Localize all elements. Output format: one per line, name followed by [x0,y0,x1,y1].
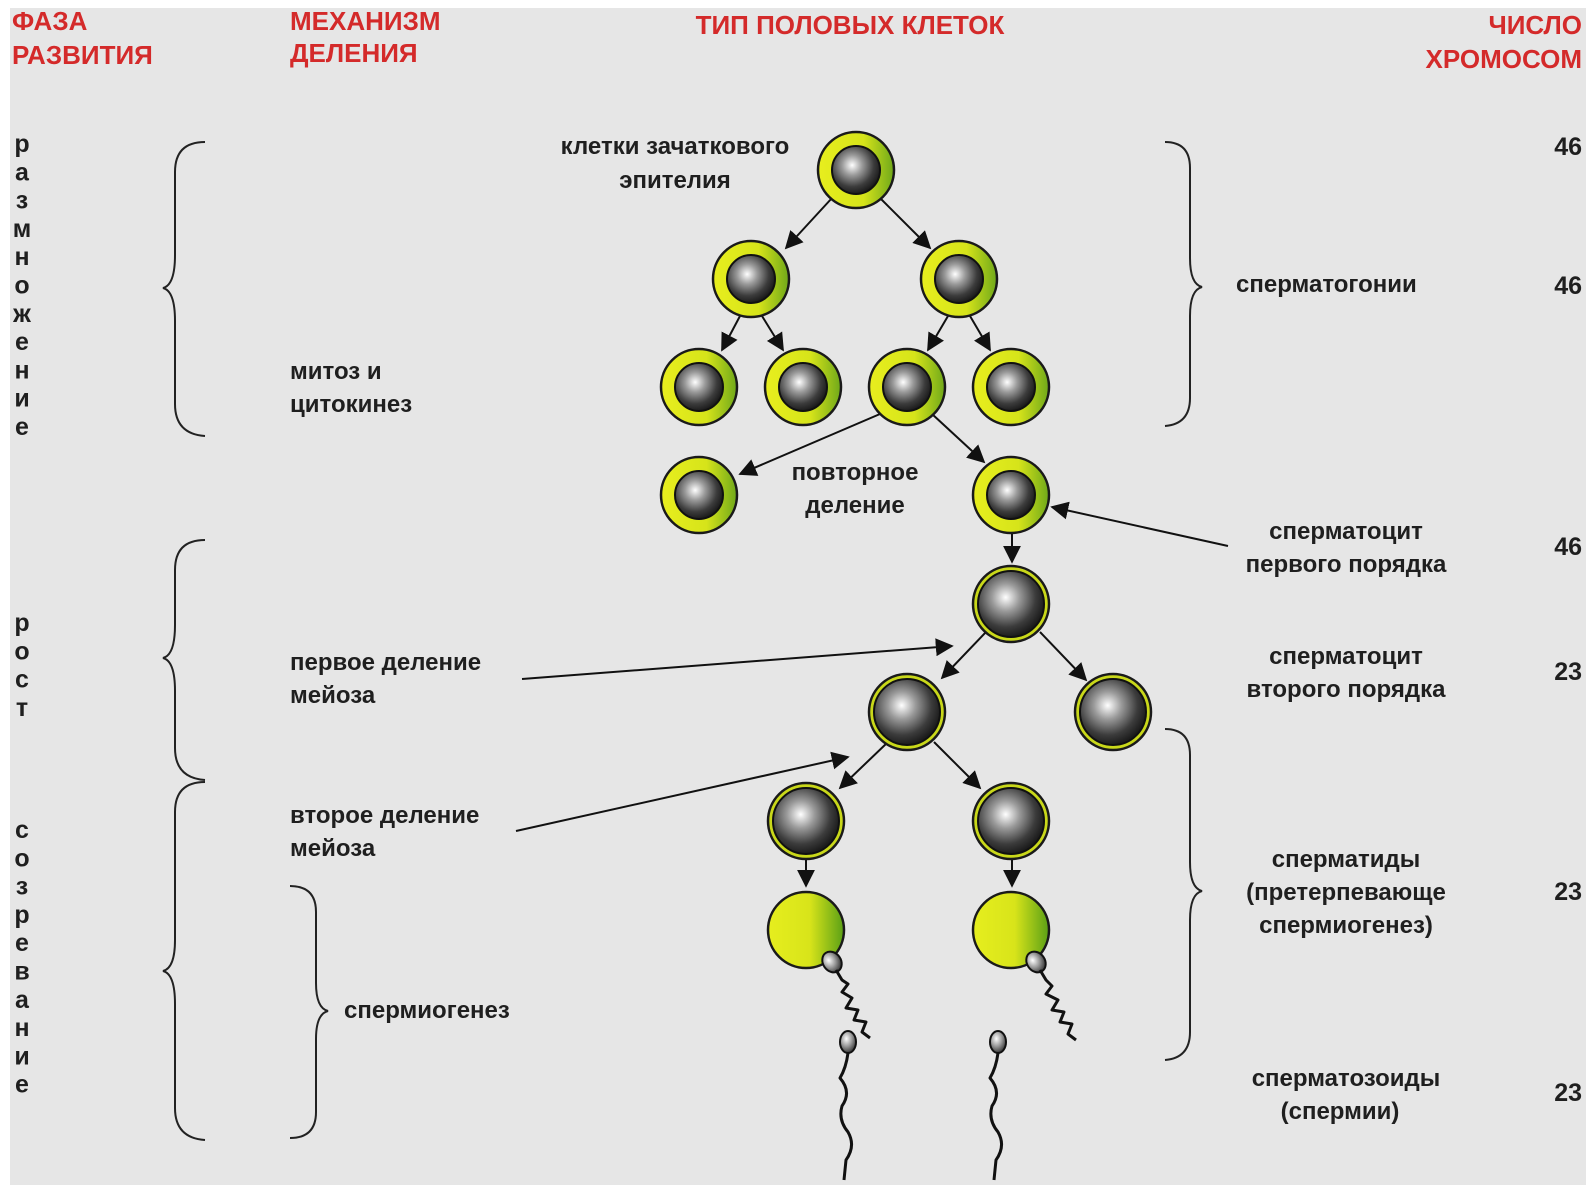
label-spermatids-line2: (претерпевающе [1246,879,1446,906]
cell-spermatid-spermiogenesis [766,890,871,1040]
header-phase-line1: ФАЗА [12,6,88,36]
label-meiosis2-line1: второе деление [290,802,479,829]
cell-spermatozoon [838,1030,857,1181]
cell-type-labels: клетки зачаткового эпителия сперматогони… [561,133,1447,1125]
column-headers: ФАЗА РАЗВИТИЯ МЕХАНИЗМ ДЕЛЕНИЯ ТИП ПОЛОВ… [12,6,1582,74]
cell-primary-spermatocyte [971,564,1051,644]
pointer-meiosis1 [521,638,954,680]
brace-spermatids [1164,728,1203,1061]
label-meiosis2-line2: мейоза [290,835,376,862]
pointer-meiosis2 [515,751,850,832]
division-arrows [515,197,1229,888]
brace-growth [162,539,206,781]
label-mitosis-line2: цитокинез [290,391,412,418]
cell-spermatogonium-repeat [659,455,739,535]
mechanism-labels: митоз и цитокинез повторное деление перв… [290,358,918,1024]
diagram-background [10,8,1586,1185]
arrow-meiosis1-left [940,631,987,680]
arrow-sg1-left [721,315,741,352]
label-spermiogenesis: спермиогенез [344,997,510,1024]
cell-primary-spermatocyte-precursor [971,455,1051,535]
count-primary: 46 [1554,533,1582,561]
label-spermatids-line3: спермиогенез) [1259,912,1433,939]
count-spermatozoa: 23 [1554,1079,1582,1107]
count-germinal: 46 [1554,133,1582,161]
arrow-germinal-right [879,197,932,250]
cell-spermatogonium [867,347,947,427]
cell-spermatogonium [659,347,739,427]
cell-spermatozoon [988,1030,1007,1181]
arrow-meiosis1-right [1039,631,1088,682]
label-spermatozoa-line1: сперматозоиды [1252,1065,1441,1092]
label-mitosis-line1: митоз и [290,358,382,385]
count-spermatids: 23 [1554,878,1582,906]
header-cell-type: ТИП ПОЛОВЫХ КЛЕТОК [696,10,1005,40]
label-primary-line1: сперматоцит [1269,518,1423,545]
label-spermatogonia: сперматогонии [1236,271,1417,298]
header-phase-line2: РАЗВИТИЯ [12,40,153,70]
label-repeat-line1: повторное [792,459,919,486]
label-meiosis1-line1: первое деление [290,649,481,676]
cell-spermatid-spermiogenesis [971,890,1077,1042]
header-mechanism-line1: МЕХАНИЗМ [290,6,441,36]
brace-spermiogenesis [289,885,329,1139]
label-primary-line2: первого порядка [1246,551,1447,578]
count-secondary: 23 [1554,658,1582,686]
header-chromosomes-line2: ХРОМОСОМ [1426,44,1582,74]
brace-spermatogonia [1164,141,1203,427]
brace-reproduction [162,141,206,437]
label-meiosis1-line2: мейоза [290,682,376,709]
label-repeat-line2: деление [805,492,904,519]
arrow-sg2-right [969,315,991,352]
arrow-germinal-left [784,197,833,250]
label-secondary-line1: сперматоцит [1269,643,1423,670]
header-chromosomes-line1: ЧИСЛО [1488,10,1582,40]
chromosome-counts: 46 46 46 23 23 23 [1554,133,1582,1107]
count-spermatogonia: 46 [1554,272,1582,300]
arrow-meiosis2-right [933,741,982,790]
arrow-repeat-right [931,413,986,464]
cell-spermatid [971,781,1051,861]
cell-secondary-spermatocyte [1073,672,1153,752]
label-germinal-line2: эпителия [619,167,731,194]
pointer-primary-spermatocyte [1050,501,1229,547]
cell-spermatogonium [711,239,791,319]
cell-spermatogonium [919,239,999,319]
label-spermatozoa-line2: (спермии) [1281,1098,1400,1125]
brace-maturation [162,781,206,1141]
cell-spermatid [766,781,846,861]
arrow-repeat-left [738,413,881,476]
cells [659,130,1153,1181]
cell-germinal [816,130,896,210]
arrow-sg1-right [761,315,784,352]
cell-spermatogonium [763,347,843,427]
label-secondary-line2: второго порядка [1247,676,1447,703]
cell-secondary-spermatocyte [867,672,947,752]
header-mechanism-line2: ДЕЛЕНИЯ [290,38,418,68]
label-germinal-line1: клетки зачаткового [561,133,790,160]
arrow-meiosis2-left [838,741,889,790]
label-spermatids-line1: сперматиды [1272,846,1421,873]
cell-spermatogonium [971,347,1051,427]
arrow-sg2-left [927,315,949,352]
